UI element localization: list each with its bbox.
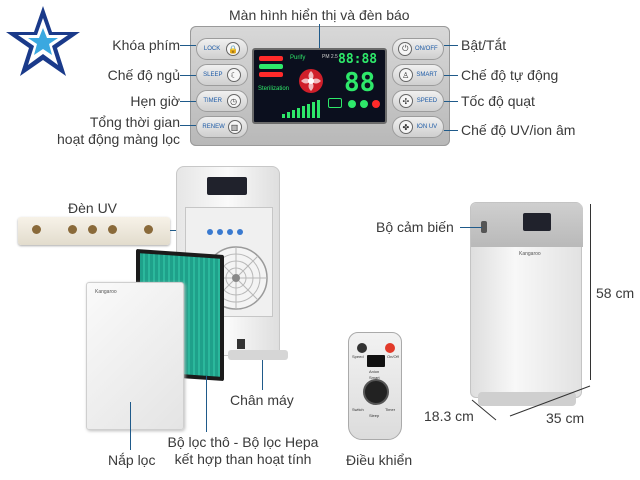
cover-label: Nắp lọc	[108, 452, 156, 468]
remote-smart-label: Smart	[369, 375, 380, 380]
filter-icon: ▥	[227, 120, 242, 134]
power-button[interactable]: ⏻ON/OFF	[392, 38, 444, 60]
lock-icon: 🔒	[226, 42, 241, 56]
stand	[228, 350, 288, 360]
base	[478, 392, 576, 406]
depth-dimension: 18.3 cm	[424, 408, 474, 424]
purifier-body-closed: Kangaroo	[470, 202, 583, 398]
lock-label: Khóa phím	[112, 37, 180, 53]
uv-icon: ✤	[398, 120, 413, 134]
remote-power-button[interactable]	[385, 343, 395, 353]
power-icon: ⏻	[398, 42, 413, 56]
height-dimension: 58 cm	[596, 285, 635, 301]
small-digits: 88:88	[338, 52, 378, 67]
filter-time-label-2: hoạt động màng lọc	[57, 131, 180, 147]
remote-onoff-label: On/Off	[387, 354, 399, 359]
fan-speed-label: Tốc độ quạt	[461, 93, 535, 109]
sleep-label: Chế độ ngủ	[107, 67, 180, 83]
remote-dpad[interactable]	[363, 379, 389, 405]
filter-time-label-1: Tổng thời gian	[89, 114, 180, 130]
logo-star-icon	[6, 6, 80, 76]
timer-label: Hẹn giờ	[130, 93, 180, 109]
renew-button[interactable]: RENEW▥	[196, 116, 248, 138]
uv-lamp-label: Đèn UV	[68, 200, 118, 216]
width-arrow	[509, 385, 591, 417]
power-label: Bật/Tắt	[461, 37, 507, 53]
sensor	[481, 221, 487, 233]
sterilization-label: Sterilization	[258, 86, 290, 92]
auto-label: Chế độ tự động	[461, 67, 559, 83]
big-digits: 88	[344, 68, 376, 98]
display-screen: Purify PM 2.5 88:88 Sterilization 88	[252, 48, 387, 124]
uv-ion-label: Chế độ UV/ion âm	[461, 122, 576, 138]
remote-speed-label: Speed	[352, 354, 364, 359]
remote-label: Điều khiển	[346, 452, 413, 468]
remote-sleep-label: Sleep	[369, 413, 380, 418]
body-brand: Kangaroo	[519, 251, 541, 257]
remote-control: Anion Smart Switch Timer Sleep Speed On/…	[348, 332, 402, 440]
remote-anion-label: Anion	[369, 369, 380, 374]
moon-icon: ☾	[226, 68, 241, 82]
fan-icon: ✣	[398, 94, 413, 108]
depth-arrow	[471, 399, 497, 421]
sleep-button[interactable]: SLEEP☾	[196, 64, 248, 86]
clock-icon: ◷	[226, 94, 241, 108]
remote-speed-button[interactable]	[357, 343, 367, 353]
width-dimension: 35 cm	[546, 410, 585, 426]
uv-lamp-strip	[18, 217, 170, 245]
sensor-label: Bộ cảm biến	[376, 219, 454, 235]
stand-label: Chân máy	[230, 392, 294, 408]
fan-display-icon	[299, 69, 323, 93]
remote-timer-label: Timer	[385, 407, 396, 412]
filter-label-2: kết hợp than hoạt tính	[174, 451, 312, 467]
filter-cover: Kangaroo	[86, 282, 184, 430]
uv-button[interactable]: ✤ION UV	[392, 116, 444, 138]
pm-label: PM 2.5	[322, 54, 338, 60]
screen-label: Màn hình hiển thị và đèn báo	[229, 7, 410, 23]
filter-label-1: Bộ lọc thô - Bộ lọc Hepa	[167, 434, 319, 450]
cover-brand: Kangaroo	[95, 289, 117, 295]
timer-button[interactable]: TIMER◷	[196, 90, 248, 112]
smart-button[interactable]: ♙SMART	[392, 64, 444, 86]
person-icon: ♙	[398, 68, 413, 82]
remote-switch-label: Switch	[352, 407, 364, 412]
control-panel: LOCK🔒 SLEEP☾ TIMER◷ RENEW▥ ⏻ON/OFF ♙SMAR…	[190, 26, 450, 146]
lock-button[interactable]: LOCK🔒	[196, 38, 248, 60]
speed-button[interactable]: ✣SPEED	[392, 90, 444, 112]
purify-label: Purify	[290, 55, 306, 61]
signal-bars	[282, 100, 322, 118]
